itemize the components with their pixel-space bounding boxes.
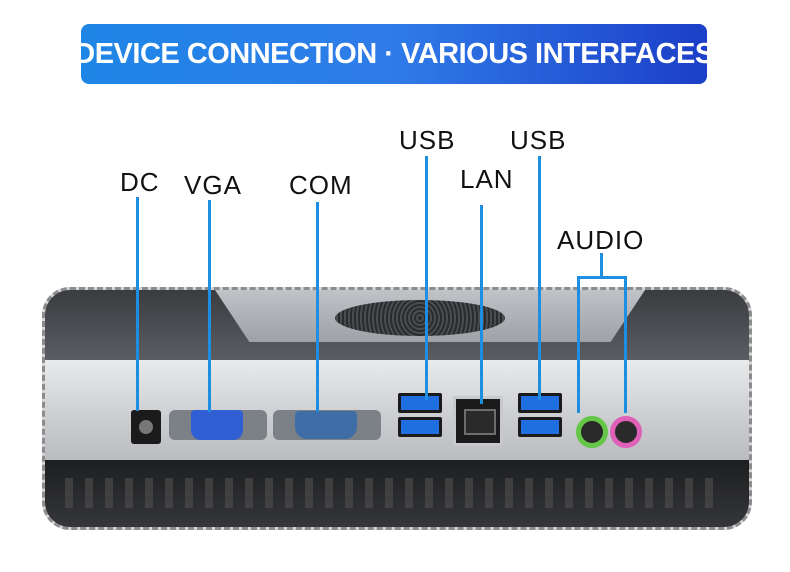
leader-line-audio-right [624, 276, 627, 413]
label-usb-right: USB [510, 125, 567, 155]
usb-port [518, 417, 562, 437]
lan-port [453, 396, 503, 446]
leader-line-usb-right [538, 156, 541, 400]
io-panel [45, 360, 749, 465]
leader-line-audio-bar [577, 276, 627, 279]
title-banner: DEVICE CONNECTION · VARIOUS INTERFACES [74, 24, 714, 84]
device-bottom-shell [45, 460, 749, 527]
usb-port [398, 393, 442, 413]
label-audio: AUDIO [557, 225, 645, 255]
label-dc: DC [120, 167, 160, 197]
leader-line-usb-left [425, 156, 428, 400]
leader-line-com [316, 202, 319, 412]
label-vga: VGA [184, 170, 242, 200]
usb-port [398, 417, 442, 437]
label-lan: LAN [460, 164, 514, 194]
vga-port [191, 410, 243, 440]
label-com: COM [289, 170, 353, 200]
dc-power-port [131, 410, 161, 444]
audio-out-jack [576, 416, 608, 448]
bottom-vent [65, 478, 725, 508]
fan-vent [335, 300, 505, 336]
leader-line-dc [136, 197, 139, 411]
audio-mic-jack [610, 416, 642, 448]
leader-line-vga [208, 200, 211, 412]
banner-title: DEVICE CONNECTION · VARIOUS INTERFACES [74, 37, 714, 70]
device-rear-panel [42, 287, 752, 530]
label-usb-left: USB [399, 125, 456, 155]
leader-line-audio-left [577, 276, 580, 413]
leader-line-lan [480, 205, 483, 404]
leader-line-audio-stem [600, 253, 603, 278]
com-port [295, 411, 357, 439]
